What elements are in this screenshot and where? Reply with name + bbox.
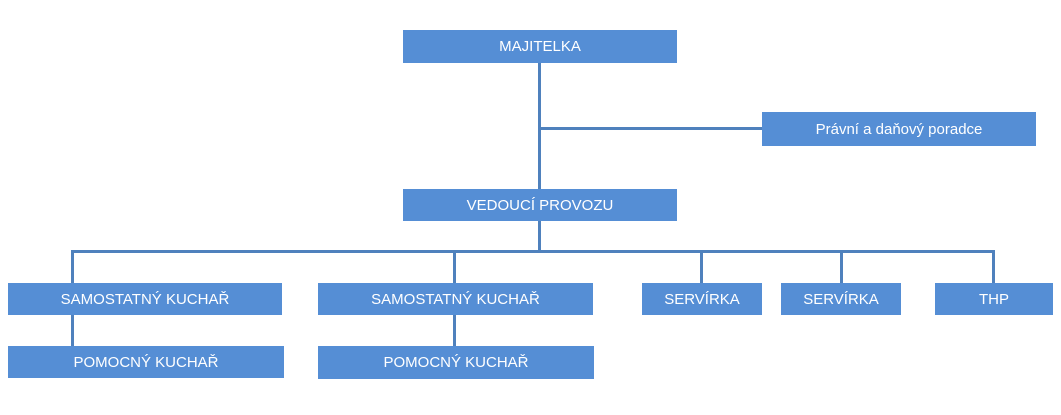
connector-to-cook-2 xyxy=(453,250,456,284)
node-pomocny-kuchar-1-label: POMOCNÝ KUCHAŘ xyxy=(73,353,219,371)
connector-manager-to-branch xyxy=(538,221,541,252)
node-pomocny-kuchar-2: POMOCNÝ KUCHAŘ xyxy=(318,346,594,379)
node-samostatny-kuchar-1: SAMOSTATNÝ KUCHAŘ xyxy=(8,283,282,315)
connector-cook-2-to-helper-2 xyxy=(453,314,456,348)
connector-branch-horizontal xyxy=(71,250,995,253)
node-servirka-2-label: SERVÍRKA xyxy=(803,290,879,308)
connector-to-cook-1 xyxy=(71,250,74,284)
node-servirka-1: SERVÍRKA xyxy=(642,283,762,315)
connector-to-advisor xyxy=(538,127,764,130)
node-majitelka: MAJITELKA xyxy=(403,30,677,63)
node-thp-label: THP xyxy=(979,290,1009,308)
node-vedouci-provozu: VEDOUCÍ PROVOZU xyxy=(403,189,677,221)
connector-to-waitress-2 xyxy=(840,250,843,284)
node-samostatny-kuchar-2-label: SAMOSTATNÝ KUCHAŘ xyxy=(371,290,540,308)
node-vedouci-provozu-label: VEDOUCÍ PROVOZU xyxy=(466,196,614,214)
connector-to-thp xyxy=(992,250,995,284)
node-majitelka-label: MAJITELKA xyxy=(499,38,581,55)
node-servirka-1-label: SERVÍRKA xyxy=(664,290,740,308)
node-samostatny-kuchar-2: SAMOSTATNÝ KUCHAŘ xyxy=(318,283,593,315)
node-thp: THP xyxy=(935,283,1053,315)
connector-root-to-manager xyxy=(538,63,541,190)
node-pravni-poradce: Právní a daňový poradce xyxy=(762,112,1036,146)
node-pomocny-kuchar-1: POMOCNÝ KUCHAŘ xyxy=(8,346,284,378)
connector-cook-1-to-helper-1 xyxy=(71,314,74,348)
node-servirka-2: SERVÍRKA xyxy=(781,283,901,315)
node-pravni-poradce-label: Právní a daňový poradce xyxy=(815,120,983,138)
node-pomocny-kuchar-2-label: POMOCNÝ KUCHAŘ xyxy=(383,354,529,371)
connector-to-waitress-1 xyxy=(700,250,703,284)
node-samostatny-kuchar-1-label: SAMOSTATNÝ KUCHAŘ xyxy=(60,290,230,308)
